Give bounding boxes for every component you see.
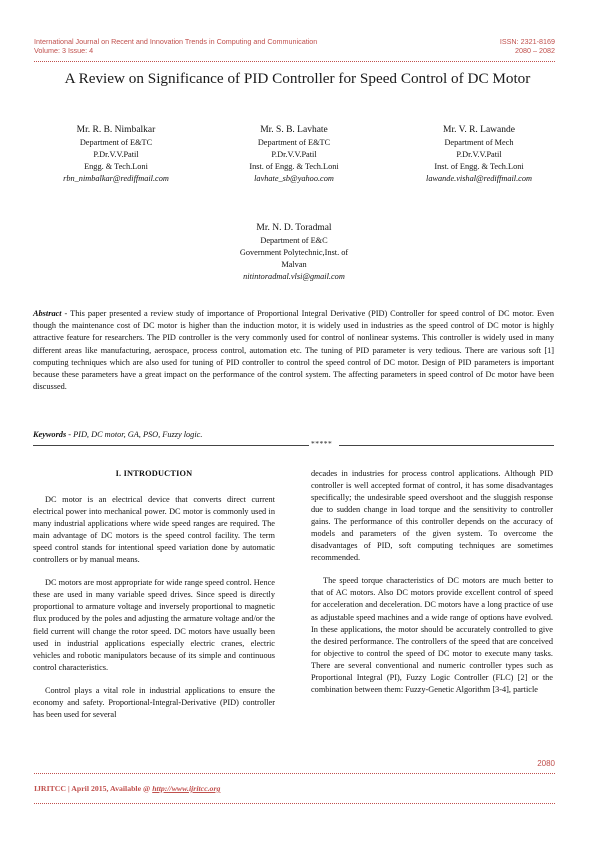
- section-separator: *****: [33, 439, 554, 450]
- journal-name: International Journal on Recent and Inno…: [34, 37, 318, 46]
- author-inst: P.Dr.V.V.Patil: [456, 150, 502, 159]
- author-inst: Inst. of Engg. & Tech.Loni: [434, 162, 524, 171]
- running-header-left: International Journal on Recent and Inno…: [34, 37, 317, 55]
- keywords-label: Keywords: [33, 430, 67, 439]
- issn: ISSN: 2321-8169: [499, 37, 555, 46]
- author-name: Mr. N. D. Toradmal: [256, 223, 332, 233]
- paragraph: DC motor is an electrical device that co…: [33, 495, 275, 565]
- abstract-label: Abstract: [33, 309, 62, 318]
- footer-divider: [34, 773, 555, 774]
- page-range: 2080 – 2082: [515, 46, 555, 55]
- running-header-right: ISSN: 2321-8169 2080 – 2082: [500, 37, 555, 55]
- author-email: nitintoradmal.vlsi@gmail.com: [243, 272, 345, 281]
- footer: IJRITCC | April 2015, Available @ http:/…: [34, 784, 220, 793]
- author-block-1: Mr. R. B. Nimbalkar Department of E&TC P…: [31, 123, 201, 185]
- author-block-2: Mr. S. B. Lavhate Department of E&TC P.D…: [209, 123, 379, 185]
- footer-link[interactable]: http://www.ijritcc.org: [152, 784, 221, 793]
- section-heading: I. INTRODUCTION: [115, 469, 193, 478]
- paragraph: DC motors are most appropriate for wide …: [33, 578, 275, 672]
- author-dept: Department of E&C: [260, 236, 328, 245]
- paper-title: A Review on Significance of PID Controll…: [64, 70, 531, 87]
- footer-divider-bottom: [34, 803, 555, 804]
- author-block-4: Mr. N. D. Toradmal Department of E&C Gov…: [209, 221, 379, 283]
- body-column-left: I. INTRODUCTION DC motor is an electrica…: [33, 468, 275, 732]
- paragraph: Control plays a vital role in industrial…: [33, 685, 275, 719]
- abstract-text: - This paper presented a review study of…: [33, 309, 554, 392]
- author-inst: P.Dr.V.V.Patil: [93, 150, 139, 159]
- header-divider: [34, 61, 555, 62]
- author-inst: Government Polytechnic,Inst. of: [239, 248, 349, 257]
- paragraph: The speed torque characteristics of DC m…: [311, 576, 553, 694]
- author-dept: Department of E&TC: [257, 138, 331, 147]
- author-inst: Engg. & Tech.Loni: [84, 162, 148, 171]
- author-dept: Department of E&TC: [79, 138, 153, 147]
- separator-line-right: [339, 445, 554, 446]
- keywords: Keywords - PID, DC motor, GA, PSO, Fuzzy…: [33, 429, 202, 441]
- footer-text: IJRITCC | April 2015, Available @: [34, 784, 153, 793]
- author-block-3: Mr. V. R. Lawande Department of Mech P.D…: [394, 123, 564, 185]
- separator-stars: *****: [311, 439, 333, 448]
- body-column-right: decades in industries for process contro…: [311, 468, 553, 707]
- author-name: Mr. S. B. Lavhate: [260, 125, 328, 135]
- keywords-text: - PID, DC motor, GA, PSO, Fuzzy logic.: [66, 430, 203, 439]
- paragraph: decades in industries for process contro…: [311, 469, 553, 563]
- abstract: Abstract - This paper presented a review…: [33, 308, 554, 393]
- volume-issue: Volume: 3 Issue: 4: [34, 46, 94, 55]
- author-email: lawande.vishal@rediffmail.com: [426, 174, 532, 183]
- author-email: rbn_nimbalkar@rediffmail.com: [63, 174, 169, 183]
- author-inst: Inst. of Engg. & Tech.Loni: [249, 162, 339, 171]
- page-number: 2080: [537, 759, 555, 768]
- author-name: Mr. V. R. Lawande: [443, 125, 515, 135]
- author-inst: Malvan: [281, 260, 307, 269]
- separator-line-left: [33, 445, 309, 446]
- author-email: lavhate_sb@yahoo.com: [254, 174, 334, 183]
- author-inst: P.Dr.V.V.Patil: [271, 150, 317, 159]
- author-name: Mr. R. B. Nimbalkar: [76, 125, 156, 135]
- author-dept: Department of Mech: [444, 138, 514, 147]
